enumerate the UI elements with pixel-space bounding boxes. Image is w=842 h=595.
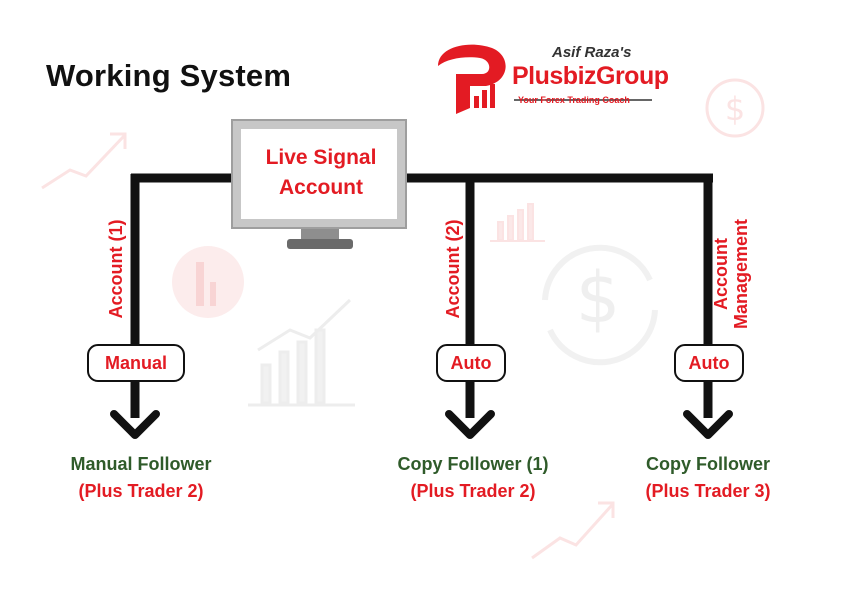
bar-chart-icon — [248, 298, 355, 407]
dollar-cycle-icon: $ — [705, 78, 765, 138]
arrow-head-2 — [445, 410, 495, 439]
branch-1-account-label: Account (1) — [106, 219, 126, 319]
logo-mark-icon — [438, 44, 506, 114]
branch-3-mode-badge: Auto — [674, 344, 744, 382]
source-line-1: Live Signal — [265, 146, 377, 169]
branch-1-mode-badge: Manual — [87, 344, 185, 382]
monitor-icon — [231, 119, 407, 249]
page-title: Working System — [46, 58, 292, 93]
branch-2-follower: Copy Follower (1) (Plus Trader 2) — [353, 451, 593, 505]
follower-plan: (Plus Trader 3) — [645, 481, 771, 501]
branch-3-account-label: Account Management — [711, 214, 755, 334]
arrow-head-1 — [110, 410, 160, 439]
logo-tagline: Asif Raza's — [552, 44, 632, 61]
brand-logo — [438, 44, 652, 114]
follower-name: Copy Follower — [645, 454, 770, 474]
branch-3-follower: Copy Follower (Plus Trader 3) — [588, 451, 828, 505]
logo-brand: PlusbizGroup — [512, 62, 669, 90]
svg-text:$: $ — [576, 257, 621, 339]
follower-name: Copy Follower (1) — [397, 454, 549, 474]
branch-3-label-line-2: Management — [731, 218, 751, 330]
branch-2-account-label: Account (2) — [443, 219, 463, 319]
follower-plan: (Plus Trader 2) — [78, 481, 204, 501]
branch-2-mode-badge: Auto — [436, 344, 506, 382]
svg-text:$: $ — [725, 90, 745, 128]
trend-arrow-icon — [531, 501, 615, 560]
source-line-2: Account — [279, 176, 363, 199]
dollar-cycle-icon: $ — [542, 244, 658, 366]
trend-arrow-icon — [41, 132, 127, 190]
branch-1-follower: Manual Follower (Plus Trader 2) — [21, 451, 261, 505]
logo-subtitle: Your Forex Trading Coach — [518, 95, 630, 105]
logo-mark-icon — [172, 246, 244, 318]
arrow-head-3 — [683, 410, 733, 439]
live-signal-account-label: Live Signal Account — [240, 143, 402, 203]
follower-name: Manual Follower — [70, 454, 212, 474]
branch-3-label-line-1: Account — [711, 238, 731, 310]
bar-chart-icon — [490, 203, 545, 242]
follower-plan: (Plus Trader 2) — [410, 481, 536, 501]
